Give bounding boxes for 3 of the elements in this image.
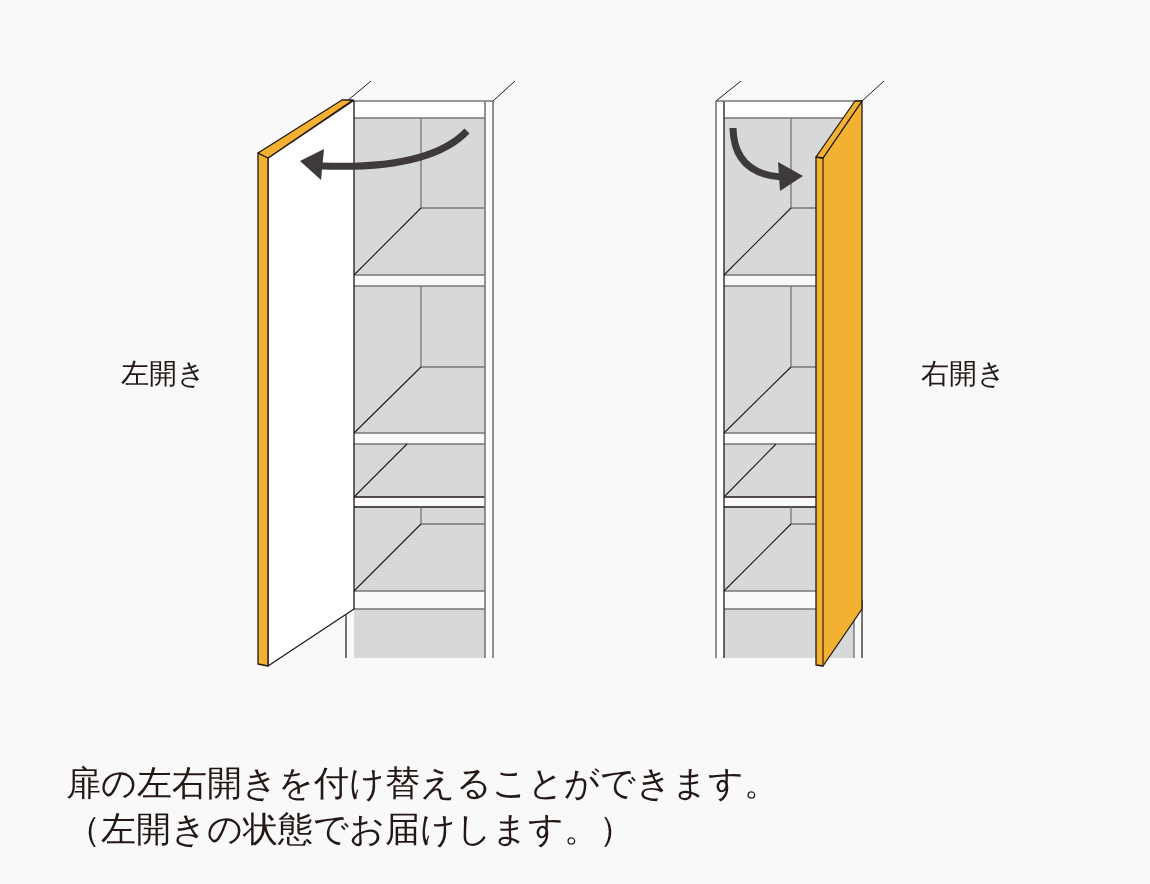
side-label: 右開き [921, 356, 1006, 392]
caption-text: 扉の左右開きを付け替えることができます。（左開きの状態でお届けします。） [66, 762, 780, 851]
side-label: 左開き [121, 356, 206, 392]
